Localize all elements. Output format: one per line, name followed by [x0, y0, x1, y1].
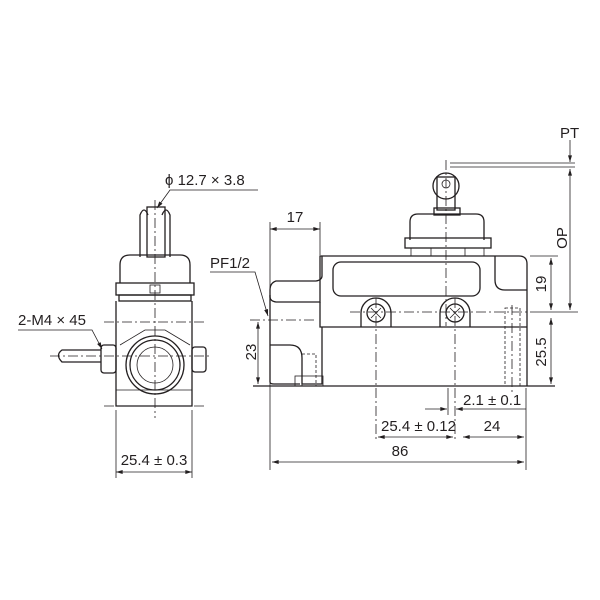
dim-17: 17	[287, 209, 304, 226]
shaft-dimension-label: ϕ 12.7 × 3.8	[165, 172, 245, 189]
dim-23: 23	[243, 344, 260, 361]
front-view: 25.4 ± 0.3 ϕ 12.7 × 3.8 2-M4 × 45	[18, 172, 258, 478]
op-label: OP	[554, 227, 571, 249]
dim-2-1: 2.1 ± 0.1	[463, 392, 521, 409]
mount-screw-label: 2-M4 × 45	[18, 312, 86, 329]
conduit-label: PF1/2	[210, 255, 250, 272]
dim-19: 19	[533, 276, 550, 293]
side-view: 17 23 PF1/2 19 25.5 PT OP 2.1 ± 0.1 25.4…	[210, 125, 579, 470]
pt-label: PT	[560, 125, 579, 142]
dim-86: 86	[392, 443, 409, 460]
front-width-dimension: 25.4 ± 0.3	[121, 452, 188, 469]
dim-24: 24	[484, 418, 501, 435]
dim-25-5: 25.5	[533, 337, 550, 366]
dim-25-4: 25.4 ± 0.12	[381, 418, 456, 435]
